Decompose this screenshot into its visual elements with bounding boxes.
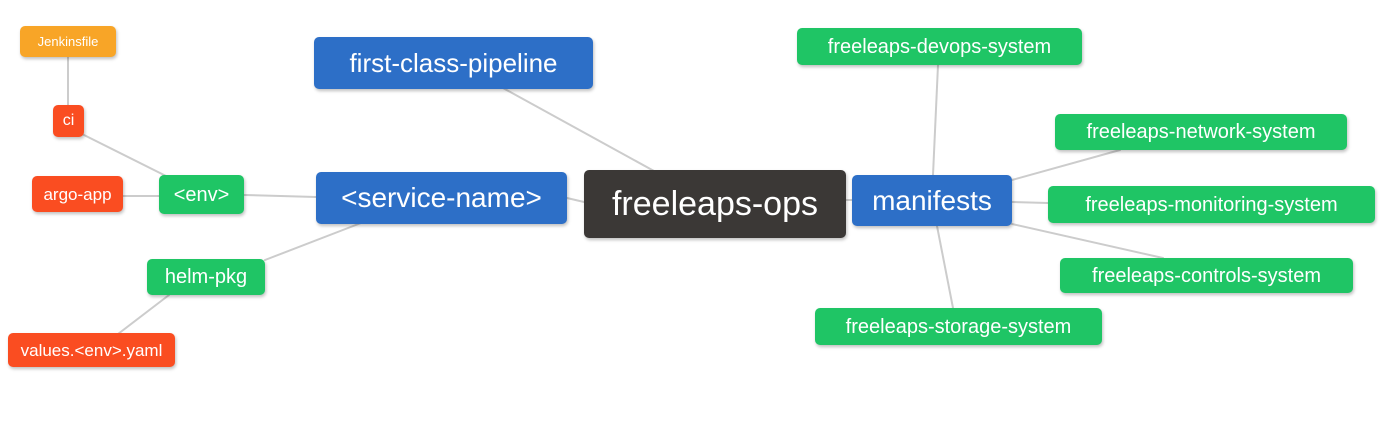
edge-helm-pkg-service-name	[264, 222, 362, 261]
node-argo-app[interactable]: argo-app	[32, 176, 123, 212]
node-helm-pkg[interactable]: helm-pkg	[147, 259, 265, 295]
node-jenkinsfile[interactable]: Jenkinsfile	[20, 26, 116, 57]
edge-env-service-name	[243, 194, 317, 198]
edge-first-class-pipeline-freeleaps-ops	[502, 87, 655, 172]
node-ci[interactable]: ci	[53, 105, 84, 137]
edge-manifests-freeleaps-controls-system	[1011, 223, 1164, 259]
node-service-name[interactable]: <service-name>	[316, 172, 567, 224]
node-freeleaps-monitoring-system[interactable]: freeleaps-monitoring-system	[1048, 186, 1375, 223]
edge-manifests-freeleaps-storage-system	[936, 225, 954, 309]
edge-manifests-freeleaps-network-system	[1011, 149, 1121, 181]
edge-manifests-freeleaps-monitoring-system	[1011, 201, 1049, 204]
node-freeleaps-ops[interactable]: freeleaps-ops	[584, 170, 846, 238]
edge-values-env-yaml-helm-pkg	[117, 294, 170, 335]
node-manifests[interactable]: manifests	[852, 175, 1012, 226]
edge-manifests-freeleaps-devops-system	[932, 64, 939, 176]
node-values-env-yaml[interactable]: values.<env>.yaml	[8, 333, 175, 367]
node-freeleaps-controls-system[interactable]: freeleaps-controls-system	[1060, 258, 1353, 293]
node-freeleaps-devops-system[interactable]: freeleaps-devops-system	[797, 28, 1082, 65]
node-first-class-pipeline[interactable]: first-class-pipeline	[314, 37, 593, 89]
node-freeleaps-storage-system[interactable]: freeleaps-storage-system	[815, 308, 1102, 345]
node-env[interactable]: <env>	[159, 175, 244, 214]
node-freeleaps-network-system[interactable]: freeleaps-network-system	[1055, 114, 1347, 150]
edge-service-name-freeleaps-ops	[566, 197, 585, 203]
edge-ci-env	[83, 134, 167, 177]
